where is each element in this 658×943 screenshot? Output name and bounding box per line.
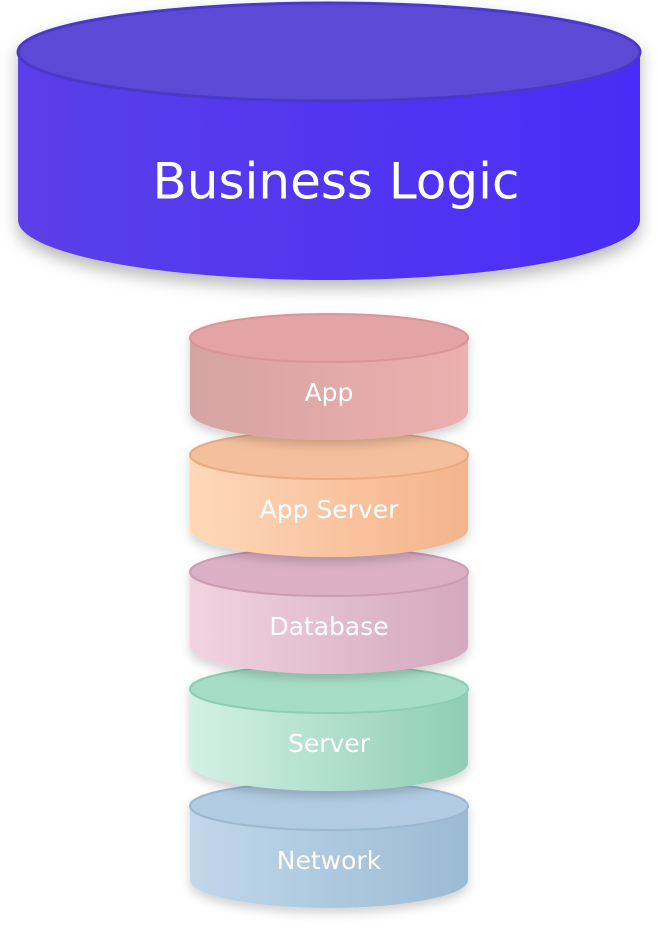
database-layer-body	[190, 572, 468, 674]
app-server-layer-body	[190, 455, 468, 557]
database-layer-label: Database	[269, 612, 388, 641]
business-logic-label: Business Logic	[152, 153, 519, 211]
database-layer: Database	[189, 547, 469, 674]
app-layer-body	[190, 338, 468, 440]
network-layer: Network	[189, 781, 469, 908]
server-layer-body	[190, 689, 468, 791]
app-server-layer-label: App Server	[260, 495, 399, 524]
app-layer-label: App	[305, 378, 354, 407]
business-logic-top-face	[18, 3, 640, 101]
layer-stack: Network Server Database App Server App	[189, 313, 469, 908]
server-layer: Server	[189, 664, 469, 791]
app-layer-top-face	[189, 313, 469, 363]
business-logic-top-rim	[16, 1, 642, 103]
network-layer-label: Network	[277, 846, 382, 875]
business-logic-cylinder	[16, 1, 642, 280]
server-layer-label: Server	[288, 729, 371, 758]
app-server-layer: App Server	[189, 430, 469, 557]
app-layer: App	[189, 313, 469, 440]
business-logic-body	[18, 50, 640, 280]
network-layer-body	[190, 806, 468, 908]
